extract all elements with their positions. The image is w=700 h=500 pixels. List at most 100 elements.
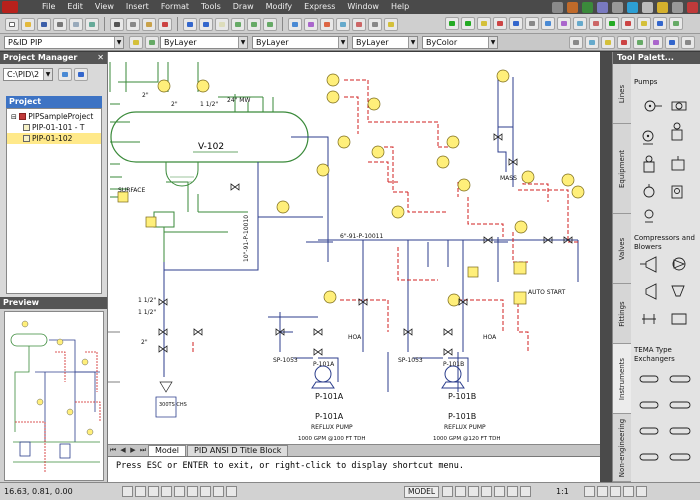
ortho-toggle-icon[interactable] [148,486,159,497]
swap-icon[interactable] [557,17,571,30]
tab-lines[interactable]: Lines [613,64,631,124]
color-select[interactable]: ByLayer ▼ [160,36,248,49]
redo-icon[interactable] [199,17,213,31]
show-motion-icon[interactable] [507,486,518,497]
print-icon[interactable] [53,17,67,31]
toolbar-icon[interactable] [552,1,563,13]
publish-icon[interactable] [85,17,99,31]
last-tab-icon[interactable]: ⏭ [139,446,147,454]
app-logo[interactable] [2,1,18,13]
toolbar-icon[interactable] [642,1,653,13]
dyn-toggle-icon[interactable] [213,486,224,497]
sync-icon[interactable] [653,17,667,30]
instrument-icon[interactable] [477,17,491,30]
plotstyle-select[interactable]: ByColor ▼ [422,36,498,49]
menu-edit[interactable]: Edit [67,2,83,11]
toolbar-icon[interactable] [649,36,663,49]
zoom-realtime-icon[interactable] [231,17,245,31]
menu-format[interactable]: Format [160,2,190,11]
tab-equipment[interactable]: Equipment [613,124,631,214]
zoom-icon[interactable] [481,486,492,497]
layout-icon[interactable] [455,486,466,497]
annotation-visibility-icon[interactable] [520,486,531,497]
sheet-set-icon[interactable] [336,17,350,31]
next-tab-icon[interactable]: ▶ [130,446,136,454]
pan-icon[interactable] [215,17,229,31]
reference-icon[interactable] [573,17,587,30]
menu-window[interactable]: Window [347,2,379,11]
valve-icon[interactable] [461,17,475,30]
palette-title-bar[interactable] [600,52,612,482]
data-manager-icon[interactable] [621,17,635,30]
undo-icon[interactable] [183,17,197,31]
zoom-window-icon[interactable] [247,17,261,31]
clean-screen-icon[interactable] [636,486,647,497]
grid-toggle-icon[interactable] [135,486,146,497]
menu-file[interactable]: File [42,2,56,11]
collapse-icon[interactable]: ⊟ [11,113,17,121]
bubble-icon[interactable] [637,17,651,30]
cut-icon[interactable] [110,17,124,31]
preview-canvas[interactable] [4,311,104,481]
tab-title-block[interactable]: PID ANSI D Title Block [187,445,289,456]
workspace-select[interactable]: P&ID PIP ▼ [4,36,124,49]
validate-icon[interactable] [509,17,523,30]
hardware-icon[interactable] [610,486,621,497]
project-refresh-icon[interactable] [74,67,88,81]
snap-toggle-icon[interactable] [122,486,133,497]
toolbar-icon[interactable] [585,36,599,49]
lock-icon[interactable] [597,486,608,497]
tab-fittings[interactable]: Fittings [613,284,631,344]
toolbar-icon[interactable] [665,36,679,49]
tab-model[interactable]: Model [148,445,187,456]
menu-view[interactable]: View [94,2,114,11]
toolbar-icon[interactable] [612,1,623,13]
toolbar-icon[interactable] [633,36,647,49]
help-icon[interactable] [384,17,398,31]
linetype-select[interactable]: ByLayer ▼ [252,36,348,49]
otrack-toggle-icon[interactable] [187,486,198,497]
menu-draw[interactable]: Draw [232,2,254,11]
match-properties-icon[interactable] [158,17,172,31]
tab-valves[interactable]: Valves [613,214,631,284]
flow-icon[interactable] [605,17,619,30]
toolbar-icon[interactable] [687,1,698,13]
report-icon[interactable] [525,17,539,30]
layer-properties-icon[interactable] [129,36,143,49]
toolbar-icon[interactable] [681,36,695,49]
line-icon[interactable] [445,17,459,30]
close-icon[interactable]: ✕ [97,53,104,62]
edit-icon[interactable] [589,17,603,30]
menu-express[interactable]: Express [304,2,336,11]
tree-item-project[interactable]: ⊟ PIPSampleProject [7,111,101,122]
lineweight-toggle-icon[interactable] [226,486,237,497]
toolbar-icon[interactable] [597,1,608,13]
toolbar-icon[interactable] [627,1,638,13]
design-center-icon[interactable] [304,17,318,31]
isolate-icon[interactable] [623,486,634,497]
paste-icon[interactable] [142,17,156,31]
layout-icon[interactable] [442,486,453,497]
copy-icon[interactable] [126,17,140,31]
tool-palettes-icon[interactable] [320,17,334,31]
workspace-icon[interactable] [584,486,595,497]
osnap-toggle-icon[interactable] [174,486,185,497]
new-icon[interactable] [5,17,19,31]
offpage-connector[interactable] [155,381,177,418]
vessel-v102[interactable] [110,111,309,187]
project-path-select[interactable]: C:\PID\2 ▼ [3,67,53,81]
tag-icon[interactable] [541,17,555,30]
toolbar-icon[interactable] [672,1,683,13]
pan-icon[interactable] [468,486,479,497]
properties-icon[interactable] [288,17,302,31]
zoom-extents-icon[interactable] [669,17,683,30]
pump-p101b[interactable] [441,365,465,389]
model-space-button[interactable]: MODEL [404,486,440,498]
open-icon[interactable] [21,17,35,31]
layer-state-icon[interactable] [145,36,159,49]
lineweight-select[interactable]: ByLayer ▼ [352,36,418,49]
toolbar-icon[interactable] [601,36,615,49]
command-line[interactable]: Press ESC or ENTER to exit, or right-cli… [108,456,600,482]
zoom-previous-icon[interactable] [263,17,277,31]
preview-icon[interactable] [69,17,83,31]
